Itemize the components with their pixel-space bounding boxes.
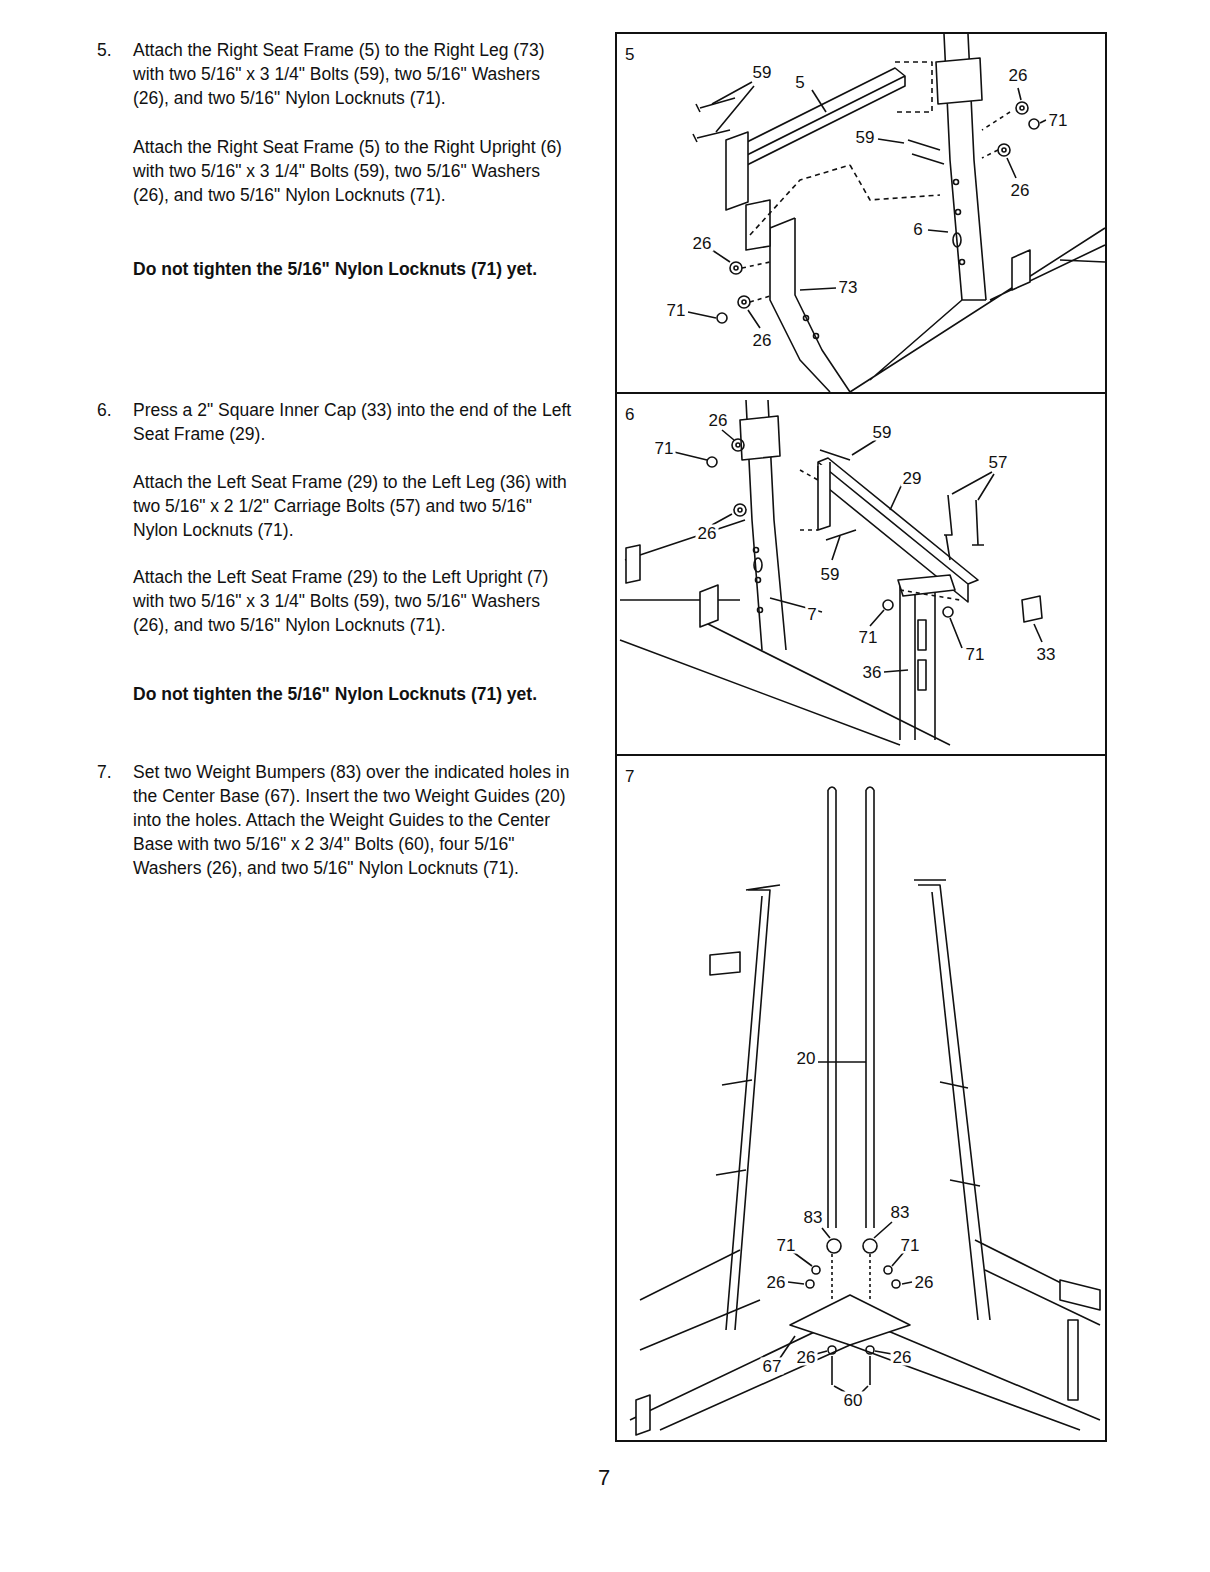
callout-number: 71 bbox=[775, 1237, 798, 1254]
callout-number: 59 bbox=[819, 566, 842, 583]
callout-number: 26 bbox=[751, 332, 774, 349]
callout-number: 5 bbox=[793, 74, 806, 91]
step-number: 5. bbox=[97, 38, 112, 62]
panel-number: 7 bbox=[625, 768, 634, 785]
callout-number: 67 bbox=[761, 1358, 784, 1375]
instruction-text: Set two Weight Bumpers (83) over the ind… bbox=[133, 760, 578, 880]
callout-number: 26 bbox=[765, 1274, 788, 1291]
callout-number: 83 bbox=[889, 1204, 912, 1221]
instruction-text: Attach the Right Seat Frame (5) to the R… bbox=[133, 135, 578, 207]
step-panel: 5 bbox=[615, 32, 1107, 394]
callout-number: 59 bbox=[751, 64, 774, 81]
panel-number: 6 bbox=[625, 406, 634, 423]
callout-number: 7 bbox=[805, 606, 818, 623]
callout-number: 33 bbox=[1035, 646, 1058, 663]
callout-number: 26 bbox=[696, 525, 719, 542]
callout-number: 26 bbox=[1009, 182, 1032, 199]
step-number: 6. bbox=[97, 398, 112, 422]
callout-number: 60 bbox=[842, 1392, 865, 1409]
callout-number: 83 bbox=[802, 1209, 825, 1226]
callout-number: 36 bbox=[861, 664, 884, 681]
panel-number: 5 bbox=[625, 46, 634, 63]
step-panel: 6 bbox=[615, 392, 1107, 756]
callout-number: 26 bbox=[891, 1349, 914, 1366]
callout-number: 71 bbox=[964, 646, 987, 663]
warning-text: Do not tighten the 5/16" Nylon Locknuts … bbox=[133, 257, 578, 281]
callout-number: 29 bbox=[901, 470, 924, 487]
callout-number: 6 bbox=[911, 221, 924, 238]
step-panel: 7 bbox=[615, 754, 1107, 1442]
callout-number: 71 bbox=[899, 1237, 922, 1254]
callout-number: 71 bbox=[1047, 112, 1070, 129]
callout-number: 20 bbox=[795, 1050, 818, 1067]
warning-text: Do not tighten the 5/16" Nylon Locknuts … bbox=[133, 682, 578, 706]
page-number: 7 bbox=[598, 1467, 610, 1489]
callout-number: 26 bbox=[795, 1349, 818, 1366]
callout-number: 57 bbox=[987, 454, 1010, 471]
callout-number: 26 bbox=[691, 235, 714, 252]
callout-number: 26 bbox=[1007, 67, 1030, 84]
callout-number: 71 bbox=[857, 629, 880, 646]
callout-number: 59 bbox=[871, 424, 894, 441]
instruction-text: Attach the Right Seat Frame (5) to the R… bbox=[133, 38, 578, 110]
instruction-text: Attach the Left Seat Frame (29) to the L… bbox=[133, 470, 578, 542]
callout-number: 59 bbox=[854, 129, 877, 146]
callout-number: 71 bbox=[653, 440, 676, 457]
callout-number: 71 bbox=[665, 302, 688, 319]
step-number: 7. bbox=[97, 760, 112, 784]
callout-number: 26 bbox=[913, 1274, 936, 1291]
callout-number: 73 bbox=[837, 279, 860, 296]
instruction-text: Press a 2" Square Inner Cap (33) into th… bbox=[133, 398, 578, 446]
instruction-text: Attach the Left Seat Frame (29) to the L… bbox=[133, 565, 578, 637]
callout-number: 26 bbox=[707, 412, 730, 429]
